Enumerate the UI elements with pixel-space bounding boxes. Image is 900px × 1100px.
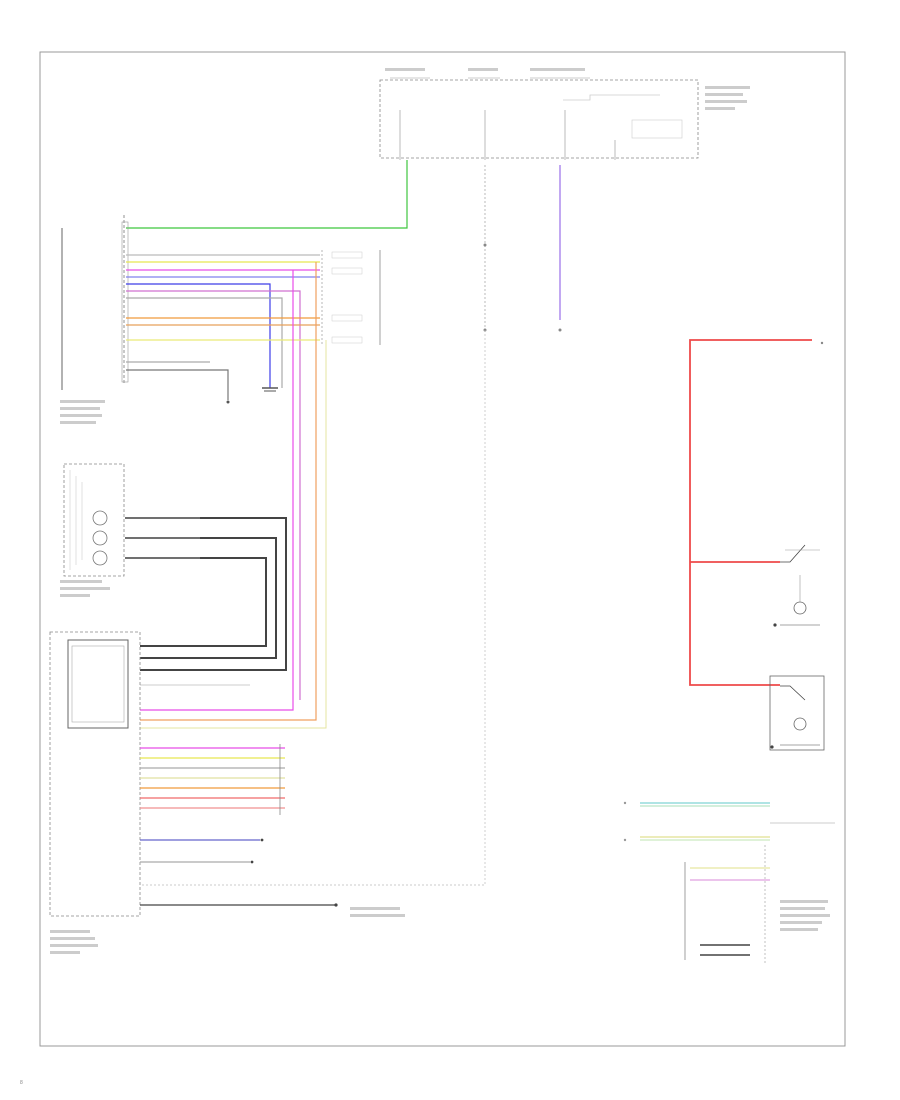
lower-left-wires [140,747,335,906]
wire-gray-long [140,330,486,886]
diagram-border [39,51,846,1047]
steering-control-module [61,215,129,390]
label-marks [50,68,830,954]
clock-spring-wires [125,517,287,671]
lower-right-connector [623,801,835,965]
wire-green-top [126,160,408,229]
wire-orange-long [140,262,317,721]
clock-spring [63,463,125,577]
connector-c1 [321,250,381,345]
red-power-circuit [689,339,812,686]
steering-signal-wires [126,254,320,700]
ground-symbol-1 [262,387,278,392]
wire-magenta-long [140,270,294,711]
switch-upper-right [773,544,820,627]
wire-lightyellow-long [140,340,327,729]
fuse-box [379,77,699,160]
page-id: 8 [20,1080,23,1086]
switch-lower-right [769,675,825,751]
connector-dot-1 [226,400,230,404]
lower-left-module [49,631,141,917]
clock-spring-wires-gray [125,517,250,686]
